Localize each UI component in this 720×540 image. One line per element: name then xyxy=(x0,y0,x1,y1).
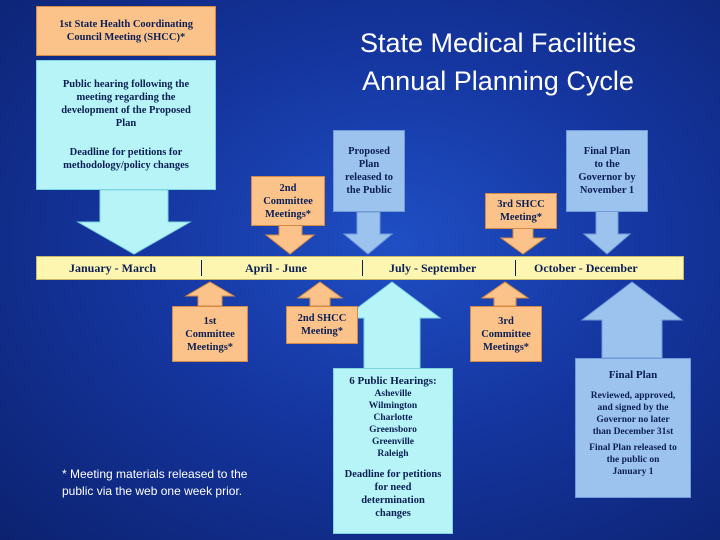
hearing-city: Charlotte xyxy=(373,413,413,423)
first-committee-box: 1st Committee Meetings* xyxy=(172,306,248,362)
final-plan-gov-line3: Governor by xyxy=(578,172,636,183)
public-hearing-line4: Plan xyxy=(115,118,137,129)
public-hearing-line3: development of the Proposed xyxy=(61,105,191,116)
second-shcc-line1: 2nd SHCC xyxy=(297,313,347,324)
arrow-down-third-shcc xyxy=(499,227,547,255)
deadline-petitions-line2: methodology/policy changes xyxy=(63,160,189,171)
final-plan-gov-line2: to the xyxy=(594,159,620,170)
third-shcc-line1: 3rd SHCC xyxy=(497,199,545,210)
need-deadline-line4: changes xyxy=(375,508,411,519)
arrow-down-proposed-plan xyxy=(342,211,394,255)
arrow-down-final-gov xyxy=(582,209,632,255)
timeline-q2: April - June xyxy=(245,261,308,275)
hearing-city: Asheville xyxy=(374,389,412,399)
first-committee-line1: 1st xyxy=(203,315,217,327)
hearings-heading: 6 Public Hearings: xyxy=(349,375,437,387)
hearing-city: Greenville xyxy=(371,437,415,447)
public-hearings-box: 6 Public Hearings: Asheville Wilmington … xyxy=(333,368,453,534)
proposed-plan-line2: Plan xyxy=(358,159,380,170)
first-shcc-line2: Council Meeting (SHCC)* xyxy=(66,32,186,43)
arrow-up-third-committee xyxy=(480,281,530,307)
third-committee-line2: Committee xyxy=(481,328,531,340)
timeline-q3: July - September xyxy=(389,261,477,275)
second-shcc-line2: Meeting* xyxy=(301,326,343,337)
timeline-divider-3 xyxy=(515,260,516,276)
timeline-q1: January - March xyxy=(69,261,157,275)
hearing-city: Greensboro xyxy=(369,425,417,435)
second-committee-line2: Committee xyxy=(263,195,313,207)
first-committee-line2: Committee xyxy=(185,328,235,340)
arrow-up-second-shcc xyxy=(296,281,344,307)
proposed-plan-box: Proposed Plan released to the Public xyxy=(333,130,405,212)
final-plan-release-line3: January 1 xyxy=(612,467,654,477)
arrow-down-q1 xyxy=(76,189,192,255)
first-shcc-box: 1st State Health Coordinating Council Me… xyxy=(36,6,216,56)
timeline-bar: January - March April - June July - Sept… xyxy=(36,256,684,280)
public-hearing-line1: Public hearing following the xyxy=(62,79,190,90)
need-deadline-line2: for need xyxy=(374,482,412,493)
third-committee-line3: Meetings* xyxy=(482,341,530,353)
final-plan-governor-box: Final Plan to the Governor by November 1 xyxy=(566,130,648,212)
footnote: * Meeting materials released to the publ… xyxy=(62,467,248,498)
page-title: State Medical Facilities Annual Planning… xyxy=(318,24,678,100)
first-committee-line3: Meetings* xyxy=(186,341,234,353)
timeline-q4: October - December xyxy=(534,261,638,275)
third-committee-box: 3rd Committee Meetings* xyxy=(470,306,542,362)
second-shcc-box: 2nd SHCC Meeting* xyxy=(286,306,358,344)
public-hearing-line2: meeting regarding the xyxy=(76,92,176,103)
second-committee-box: 2nd Committee Meetings* xyxy=(251,176,325,226)
second-committee-line1: 2nd xyxy=(279,182,297,194)
title-line-2: Annual Planning Cycle xyxy=(362,66,634,96)
third-shcc-line2: Meeting* xyxy=(500,212,542,223)
final-plan-review-line1: Reviewed, approved, xyxy=(590,391,676,401)
timeline-divider-2 xyxy=(362,260,363,276)
final-plan-review-line2: and signed by the xyxy=(597,403,669,413)
proposed-plan-line1: Proposed xyxy=(348,146,390,157)
final-plan-review-line4: than December 31st xyxy=(592,427,674,437)
timeline-divider-1 xyxy=(201,260,202,276)
final-plan-review-line3: Governor no later xyxy=(596,415,670,425)
final-plan-gov-line1: Final Plan xyxy=(583,146,631,157)
first-shcc-line1: 1st State Health Coordinating xyxy=(59,19,193,30)
third-committee-line1: 3rd xyxy=(498,315,514,327)
final-plan-box: Final Plan Reviewed, approved, and signe… xyxy=(575,358,691,498)
need-deadline-line1: Deadline for petitions xyxy=(344,469,442,480)
second-committee-line3: Meetings* xyxy=(264,208,312,220)
hearing-city: Raleigh xyxy=(377,449,409,459)
final-plan-gov-line4: November 1 xyxy=(579,185,635,196)
hearing-city: Wilmington xyxy=(368,401,418,411)
arrow-up-final-plan xyxy=(580,281,684,359)
final-plan-release-line1: Final Plan released to xyxy=(589,443,677,453)
arrow-down-second-committee xyxy=(264,224,316,255)
final-plan-release-line2: the public on xyxy=(606,455,660,465)
proposed-plan-line4: the Public xyxy=(346,185,392,196)
arrow-up-hearings xyxy=(342,281,442,371)
final-plan-heading: Final Plan xyxy=(608,369,658,381)
arrow-up-first-committee xyxy=(184,281,236,307)
deadline-petitions-line1: Deadline for petitions for xyxy=(69,147,183,158)
title-line-1: State Medical Facilities xyxy=(359,28,637,58)
need-deadline-line3: determination xyxy=(361,495,425,506)
public-hearing-box: Public hearing following the meeting reg… xyxy=(36,60,216,190)
proposed-plan-line3: released to xyxy=(345,172,393,183)
third-shcc-box: 3rd SHCC Meeting* xyxy=(485,193,557,229)
